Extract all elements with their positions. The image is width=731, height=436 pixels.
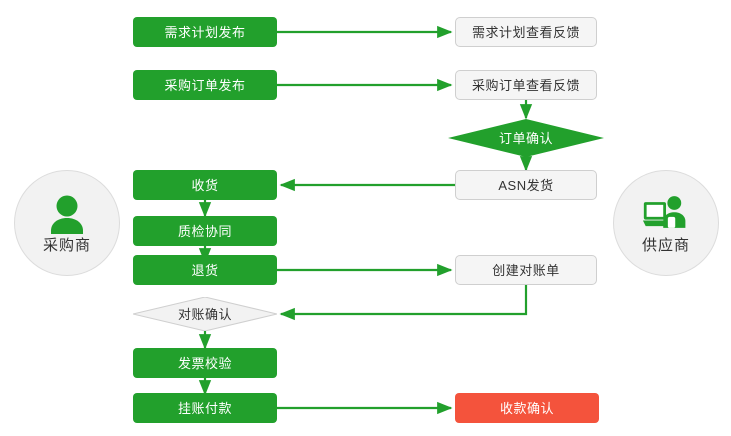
node-label: 对账确认 bbox=[177, 306, 232, 322]
node-create-statement[interactable]: 创建对账单 bbox=[455, 255, 597, 285]
node-asn-ship[interactable]: ASN发货 bbox=[455, 170, 597, 200]
node-label: 需求计划查看反馈 bbox=[471, 24, 580, 40]
actor-buyer-label: 采购商 bbox=[42, 237, 91, 254]
edge-statement-to-confirm bbox=[279, 285, 528, 321]
node-statement-confirm[interactable]: 对账确认 bbox=[133, 297, 277, 331]
node-label: 收货 bbox=[191, 177, 219, 193]
node-invoice-verify[interactable]: 发票校验 bbox=[133, 348, 277, 378]
node-label: 创建对账单 bbox=[492, 262, 560, 278]
node-label: 发票校验 bbox=[177, 355, 232, 371]
node-return-goods[interactable]: 退货 bbox=[133, 255, 277, 285]
node-label: 挂账付款 bbox=[177, 400, 232, 416]
node-label: 采购订单发布 bbox=[164, 77, 246, 93]
node-label: 收款确认 bbox=[499, 400, 554, 416]
node-label: 质检协同 bbox=[177, 223, 232, 239]
diamond-shape bbox=[133, 297, 277, 331]
node-label: 采购订单查看反馈 bbox=[471, 77, 580, 93]
node-demand-plan-feedback[interactable]: 需求计划查看反馈 bbox=[455, 17, 597, 47]
node-order-confirm[interactable]: 订单确认 bbox=[448, 119, 604, 157]
node-demand-plan-publish[interactable]: 需求计划发布 bbox=[133, 17, 277, 47]
node-po-publish[interactable]: 采购订单发布 bbox=[133, 70, 277, 100]
diamond-shape bbox=[448, 119, 604, 157]
node-label: 需求计划发布 bbox=[164, 24, 246, 40]
node-qc-collab[interactable]: 质检协同 bbox=[133, 216, 277, 246]
person-icon bbox=[51, 195, 83, 234]
node-label: 退货 bbox=[191, 262, 219, 278]
node-payment-confirm[interactable]: 收款确认 bbox=[455, 393, 599, 423]
person-computer-icon bbox=[642, 196, 686, 228]
node-label: ASN发货 bbox=[498, 177, 554, 193]
actor-supplier-label: 供应商 bbox=[641, 237, 690, 254]
node-receive-goods[interactable]: 收货 bbox=[133, 170, 277, 200]
actor-supplier[interactable]: 供应商 bbox=[613, 170, 719, 276]
node-label: 订单确认 bbox=[498, 130, 553, 146]
node-payable-payment[interactable]: 挂账付款 bbox=[133, 393, 277, 423]
actor-buyer[interactable]: 采购商 bbox=[14, 170, 120, 276]
node-po-feedback[interactable]: 采购订单查看反馈 bbox=[455, 70, 597, 100]
